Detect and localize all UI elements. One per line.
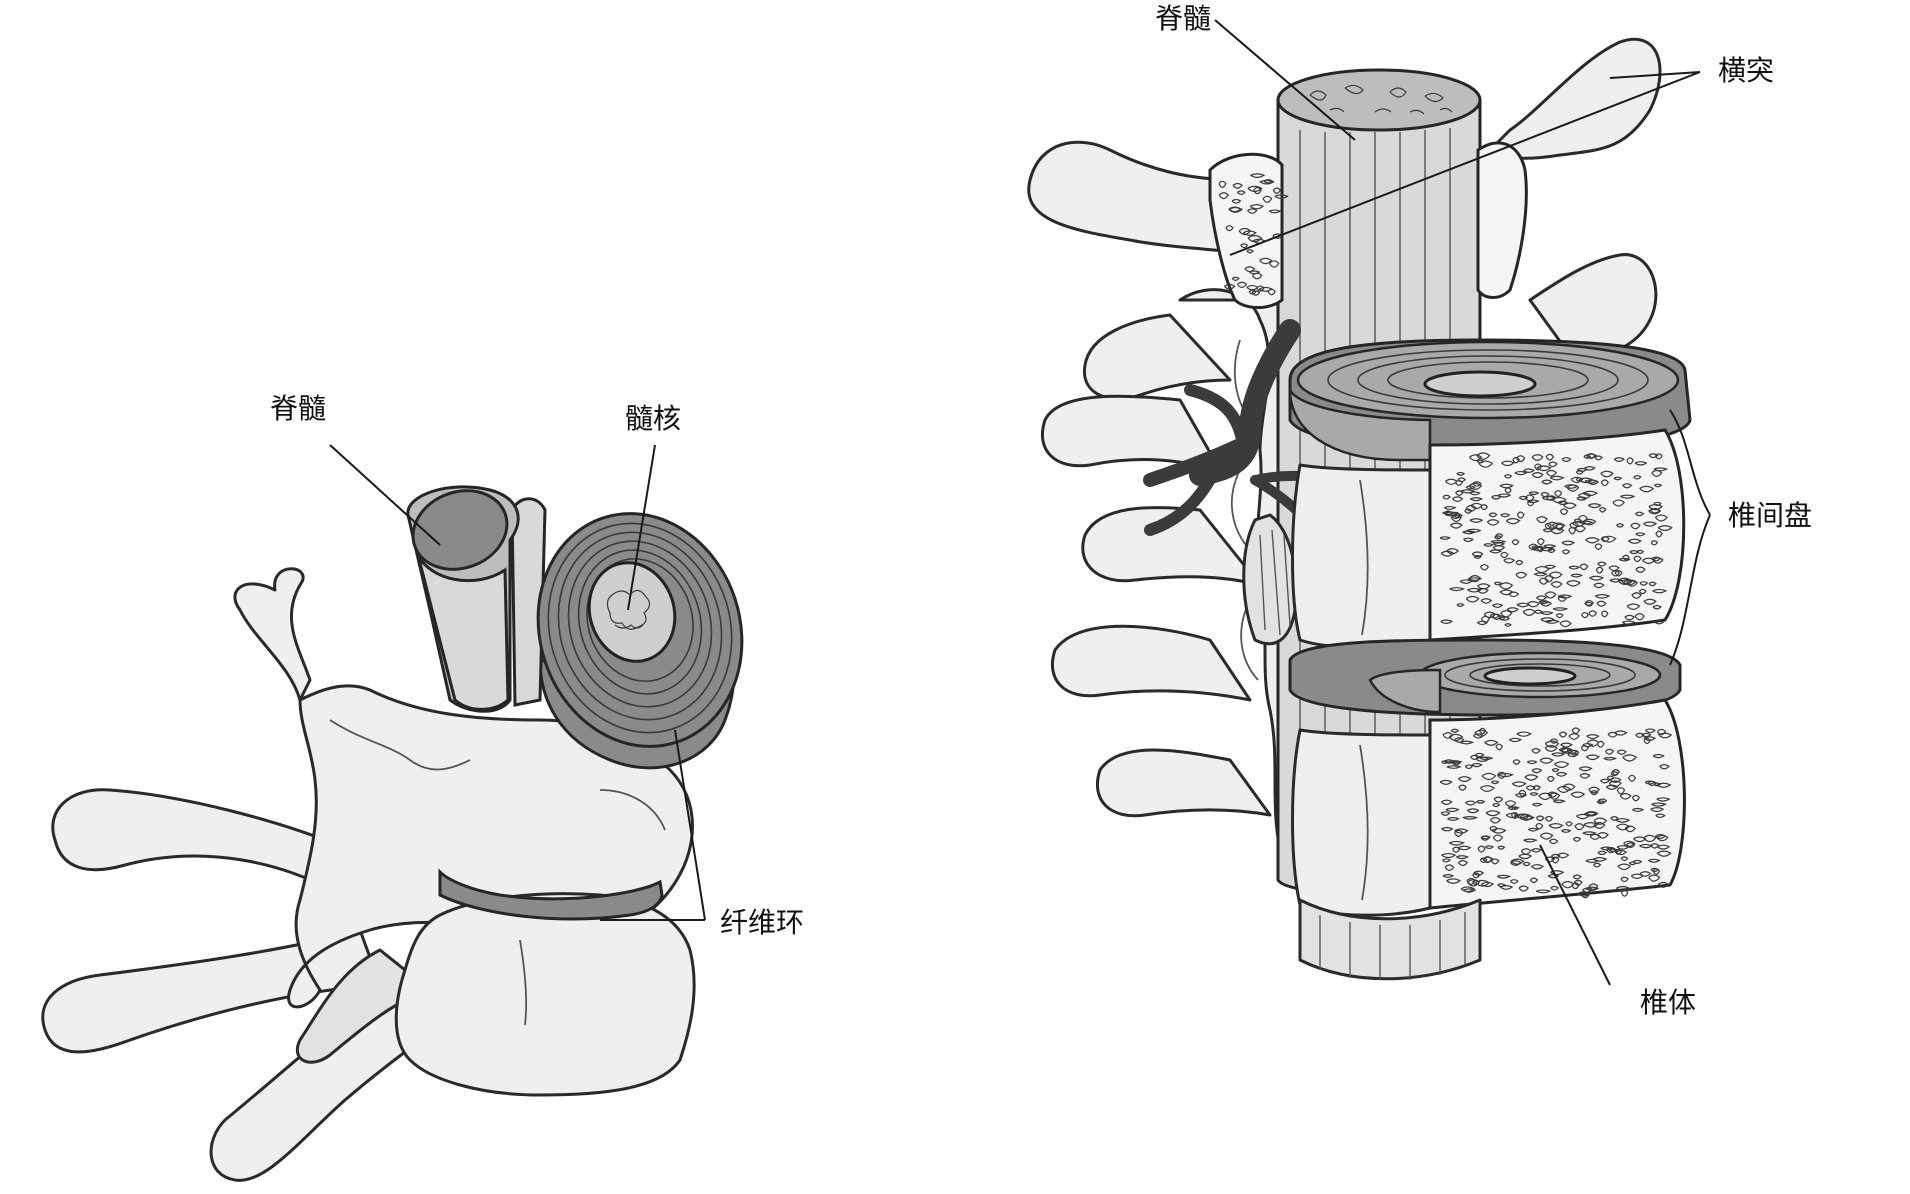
- right-lower-body-side: [1291, 728, 1432, 917]
- left-inferior-process: [295, 948, 432, 1064]
- left-nucleus-pulposus: [587, 561, 677, 663]
- right-label-intervertebral-disc: 椎间盘: [1728, 499, 1812, 532]
- left-label-nucleus-pulposus: 髓核: [625, 402, 681, 435]
- left-lower-disc-band: [438, 868, 664, 921]
- left-lower-body-contour: [519, 939, 528, 1026]
- left-upper-process: [51, 788, 352, 897]
- left-cord-posterior: [510, 497, 547, 707]
- left-label-annulus-fibrosus: 纤维环: [720, 906, 804, 939]
- right-spine-illustration: [1027, 37, 1692, 981]
- right-left-process-1: [1083, 313, 1232, 401]
- right-ligament: [1242, 513, 1298, 646]
- right-right-arch-spongy: [1476, 141, 1528, 299]
- left-cord-leader: [329, 444, 441, 546]
- right-cord-top: [1276, 68, 1482, 132]
- left-cord-body: [416, 554, 510, 711]
- right-left-process-5: [1095, 748, 1272, 818]
- right-left-process-2: [1040, 394, 1222, 472]
- right-lower-vertebral-body: [1428, 698, 1686, 910]
- right-upper-right-transverse: [1488, 37, 1662, 160]
- left-annulus-leader: [600, 729, 706, 921]
- right-upper-body-texture: [1439, 452, 1673, 628]
- right-upper-vertebral-body: [1428, 428, 1686, 642]
- right-cord-leader: [1214, 19, 1356, 141]
- right-label-spinal-cord: 脊髓: [1155, 2, 1211, 35]
- right-label-vertebral-body: 椎体: [1640, 986, 1696, 1019]
- left-lower-vertebral-body: [394, 892, 696, 1097]
- right-transverse-leader: [1229, 71, 1701, 256]
- left-cord-cross-section: [411, 489, 509, 571]
- right-left-process-4: [1050, 624, 1252, 702]
- right-upper-disc-nucleus: [1423, 370, 1537, 398]
- right-lower-body-texture: [1439, 727, 1673, 899]
- left-vertebra-illustration: [41, 485, 744, 1182]
- left-label-spinal-cord: 脊髓: [270, 392, 326, 425]
- right-left-process-3: [1081, 506, 1262, 587]
- right-body-leader: [1539, 844, 1611, 986]
- left-articular-upper: [233, 567, 312, 702]
- right-arch-texture: [1218, 173, 1289, 296]
- left-lower-process: [209, 978, 452, 1182]
- left-middle-process: [41, 928, 382, 1054]
- right-disc-leader: [1669, 409, 1711, 666]
- right-cord-base: [1298, 898, 1482, 981]
- right-label-transverse-process: 横突: [1718, 54, 1774, 87]
- left-nucleus-leader: [627, 444, 656, 611]
